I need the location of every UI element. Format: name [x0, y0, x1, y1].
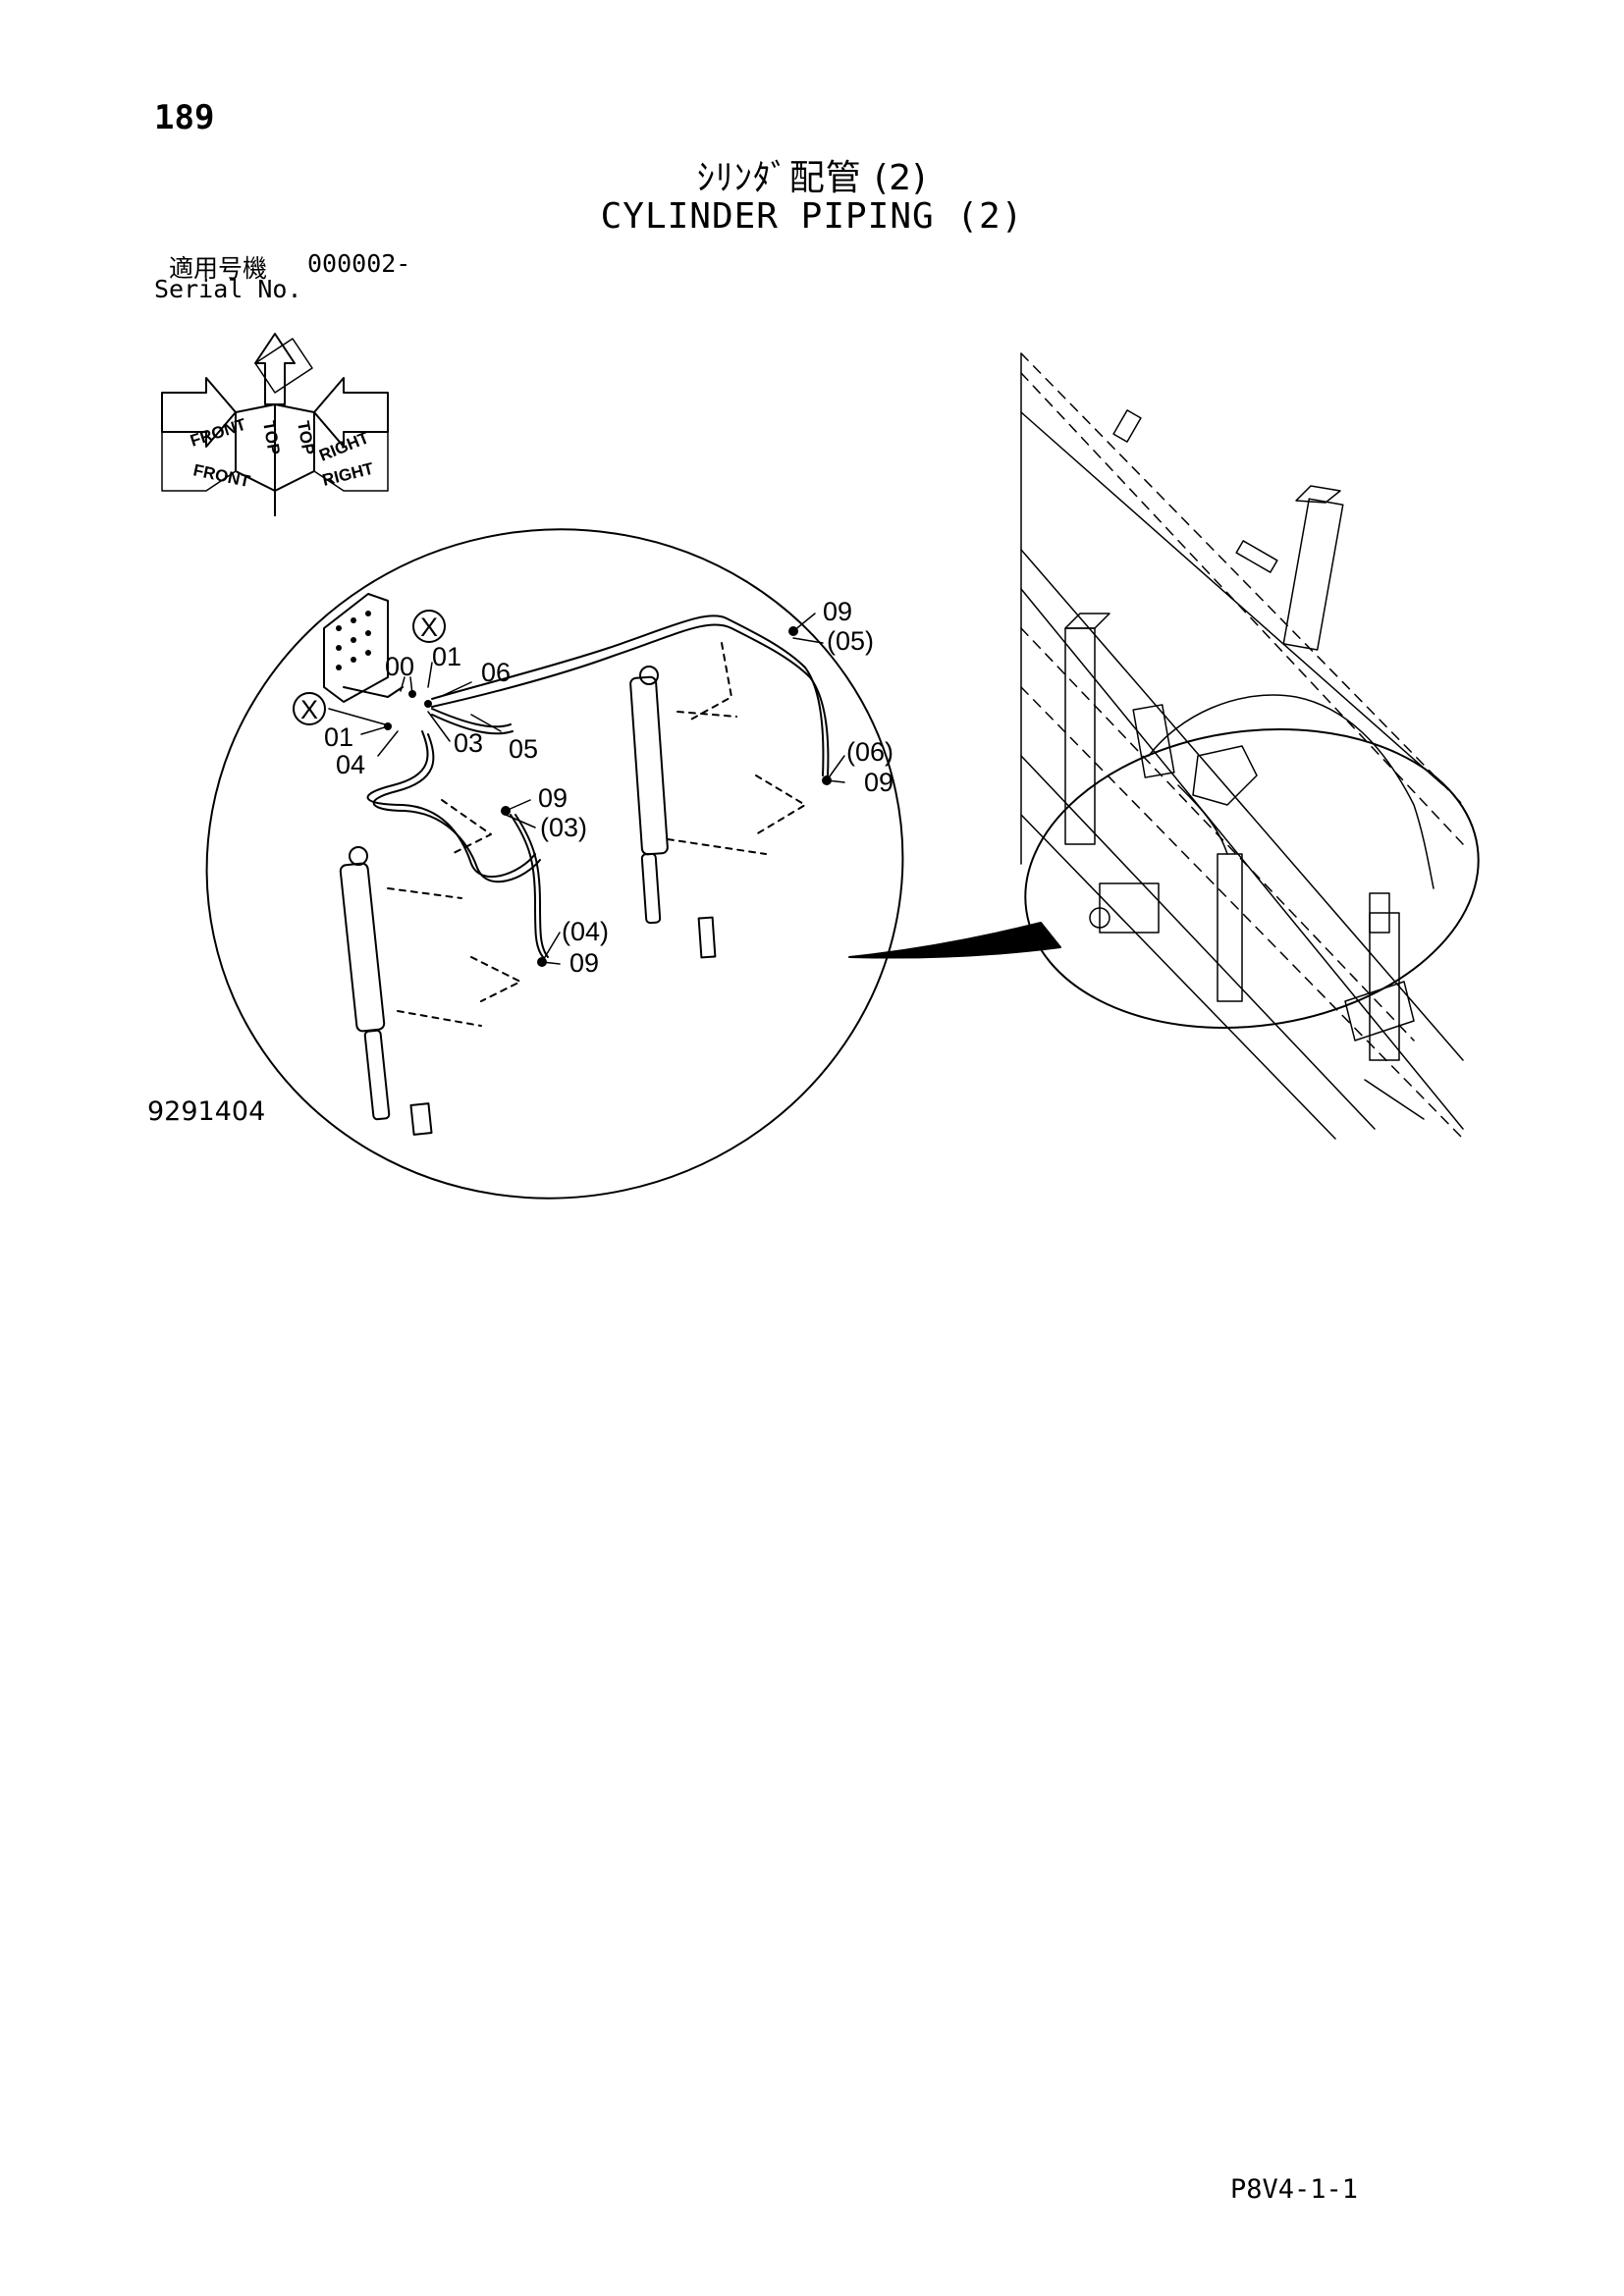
diagram-id: 9291404	[147, 1096, 266, 1127]
machine-frame	[1020, 352, 1464, 1140]
callout-04: 04	[336, 750, 365, 779]
x-mark-upper: X	[420, 613, 438, 642]
hose-to-left-cylinder	[510, 814, 549, 958]
callout-06-ref: (06)	[846, 737, 893, 767]
mounting-plate	[323, 593, 404, 703]
x-mark-lower: X	[300, 695, 318, 724]
callout-03: 03	[454, 728, 483, 758]
serial-label-english: Serial No.	[154, 275, 302, 303]
direction-label-top: TOP	[259, 419, 284, 455]
location-ellipse	[1024, 727, 1480, 1030]
page-title-english: CYLINDER PIPING (2)	[600, 196, 1024, 237]
serial-value: 000002-	[307, 249, 411, 278]
x-mark-circle-lower	[293, 692, 326, 725]
callout-05: 05	[509, 734, 538, 764]
right-cylinder	[629, 666, 767, 959]
direction-label-front-lower: FRONT	[191, 460, 252, 491]
callout-09-top: 09	[823, 597, 852, 626]
callout-09-middle: 09	[538, 783, 568, 813]
callout-06: 06	[481, 658, 511, 687]
callout-00: 00	[385, 652, 414, 681]
callout-09-bottom: 09	[569, 948, 599, 978]
page-title-japanese: ｼﾘﾝﾀﾞ配管 (2)	[696, 158, 928, 198]
orientation-cube-icon: FRONT FRONT RIGHT RIGHT TOP TOP	[161, 333, 389, 516]
hose-lower	[431, 708, 514, 735]
x-mark-circle-upper	[412, 610, 446, 643]
direction-label-right-lower: RIGHT	[320, 459, 376, 490]
leader-lines	[328, 613, 845, 965]
break-line	[441, 799, 492, 855]
callout-01-lower: 01	[324, 722, 353, 752]
callout-04-ref: (04)	[562, 917, 609, 946]
detail-view-ellipse	[205, 528, 904, 1200]
page-code: P8V4-1-1	[1230, 2174, 1359, 2205]
callout-01-upper: 01	[432, 642, 461, 671]
callout-05-ref: (05)	[827, 626, 874, 656]
serial-label-japanese: 適用号機	[169, 254, 268, 283]
callout-03-ref: (03)	[540, 813, 587, 842]
fittings	[384, 626, 832, 967]
page-number: 189	[154, 98, 215, 137]
direction-label-front: FRONT	[188, 414, 248, 450]
callout-09-right: 09	[864, 768, 893, 797]
break-line	[686, 642, 732, 722]
break-line	[755, 774, 806, 835]
detail-pointer	[848, 922, 1061, 959]
hose-upper	[431, 614, 830, 776]
hose-lower-left	[366, 730, 541, 883]
break-line	[470, 956, 521, 1002]
left-cylinder	[339, 846, 482, 1136]
